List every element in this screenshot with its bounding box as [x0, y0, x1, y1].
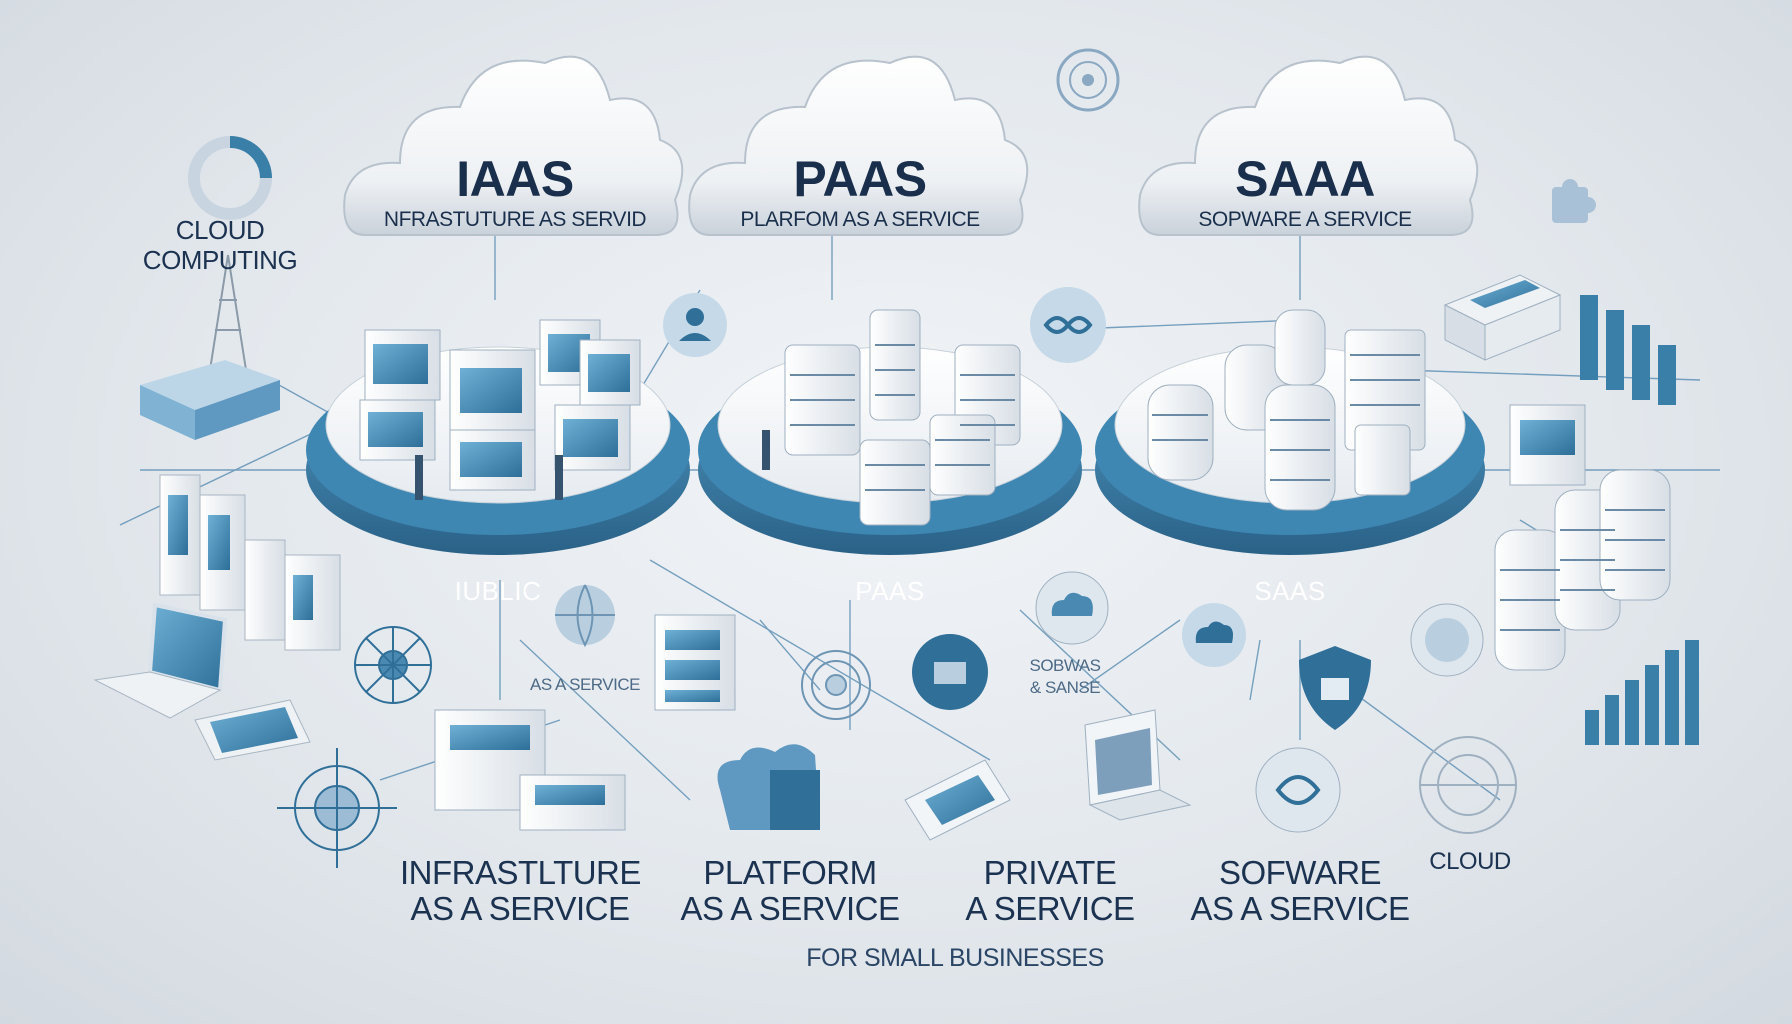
iaas-server-cubes: [359, 319, 641, 500]
cloud-paas: [688, 55, 1029, 236]
photo-gallery-icon: [904, 759, 1011, 841]
data-center-building: [140, 360, 280, 440]
bottom-label-software-line2: AS A SERVICE: [1190, 890, 1410, 927]
network-globe-icon: [354, 626, 432, 704]
cloud-saas-title: SAAA: [1235, 151, 1375, 207]
bottom-label-platform-line1: PLATFORM: [703, 854, 877, 891]
bottom-label-private-line2: A SERVICE: [965, 890, 1135, 927]
saas-server-stacks: [1147, 309, 1426, 511]
cloud-folder-icon: [717, 744, 820, 830]
cloud-iaas-title: IAAS: [456, 151, 574, 207]
cloud-iaas: [343, 55, 684, 236]
bottom-label-private-line1: PRIVATE: [983, 854, 1117, 891]
puzzle-icon: [1552, 179, 1596, 223]
bottom-label-infrastructure-line2: AS A SERVICE: [410, 890, 630, 927]
radio-tower-icon: [209, 254, 247, 371]
paas-stack-stripes: [790, 344, 1015, 491]
cloud-note: CLOUD: [1429, 848, 1511, 875]
security-shield-icon: [1299, 646, 1371, 730]
bottom-label-infrastructure: INFRASTLTURE AS A SERVICE: [400, 854, 641, 927]
as-a-service-note: AS A SERVICE: [530, 675, 640, 694]
bottom-label-platform: PLATFORM AS A SERVICE: [665, 855, 915, 927]
cloud-iaas-subtitle: NFRASTUTURE AS SERVID: [383, 208, 647, 231]
sobwas-note: SOBWAS & SANSE: [1015, 655, 1115, 699]
cloud-computing-line1: CLOUD: [175, 215, 265, 245]
progress-ring-icon: [188, 136, 272, 220]
bottom-label-software: SOFWARE AS A SERVICE: [1180, 855, 1420, 927]
platform-paas-label: PAAS: [855, 576, 925, 606]
infinity-loop-icon: [1030, 287, 1106, 363]
tablet-icon: [194, 699, 311, 761]
bar-chart-icon-top: [1580, 295, 1676, 405]
platform-iaas-label: IUBLIC: [454, 576, 542, 606]
storage-badge-icon: [912, 634, 988, 710]
bottom-label-private: PRIVATE A SERVICE: [935, 855, 1165, 927]
cloud-computing-line2: COMPUTING: [142, 245, 298, 275]
cloud-saas: [1138, 55, 1479, 236]
document-stack-icon: [434, 709, 626, 831]
person-figure: [762, 430, 770, 470]
bottom-label-software-line1: SOFWARE: [1218, 854, 1382, 891]
printer-icon: [1443, 274, 1562, 361]
database-stripes-right: [1500, 509, 1665, 631]
server-tower-left: [159, 474, 341, 651]
target-ring-icon: [1056, 48, 1120, 112]
cloud-network-icon: [1035, 571, 1109, 645]
monitor-icon: [1084, 709, 1192, 821]
cloud-paas-subtitle: PLARFOM AS A SERVICE: [740, 208, 980, 231]
platform-saas-label: SAAS: [1254, 576, 1326, 606]
sobwas-line1: SOBWAS: [1029, 656, 1102, 675]
cloud-paas-title: PAAS: [793, 151, 927, 207]
connection-hub-icon: [277, 748, 397, 868]
swirl-orb-icon: [1255, 747, 1341, 833]
settings-seal-icon: [801, 650, 871, 720]
footer-label: FOR SMALL BUSINESSES: [806, 944, 1104, 972]
user-profile-icon: [663, 293, 727, 357]
leaf-badge-icon: [1410, 603, 1484, 677]
bottom-label-infrastructure-line1: INFRASTLTURE: [400, 854, 641, 891]
cloud-sync-icon: [1182, 603, 1246, 667]
cloud-saas-subtitle: SOPWARE A SERVICE: [1198, 208, 1412, 231]
server-rack-small: [654, 614, 736, 711]
laptop-icon: [93, 602, 228, 719]
bottom-label-platform-line2: AS A SERVICE: [680, 890, 900, 927]
cloud-globe-icon: [1419, 736, 1517, 834]
sobwas-line2: & SANSE: [1029, 678, 1101, 697]
database-cylinders-right: [1494, 469, 1671, 671]
globe-icon: [555, 584, 615, 648]
saas-stack-stripes: [1152, 354, 1420, 481]
server-box-right: [1509, 404, 1586, 486]
bar-chart-icon-bottom: [1585, 640, 1699, 745]
cloud-computing-label: CLOUD COMPUTING: [120, 215, 320, 275]
